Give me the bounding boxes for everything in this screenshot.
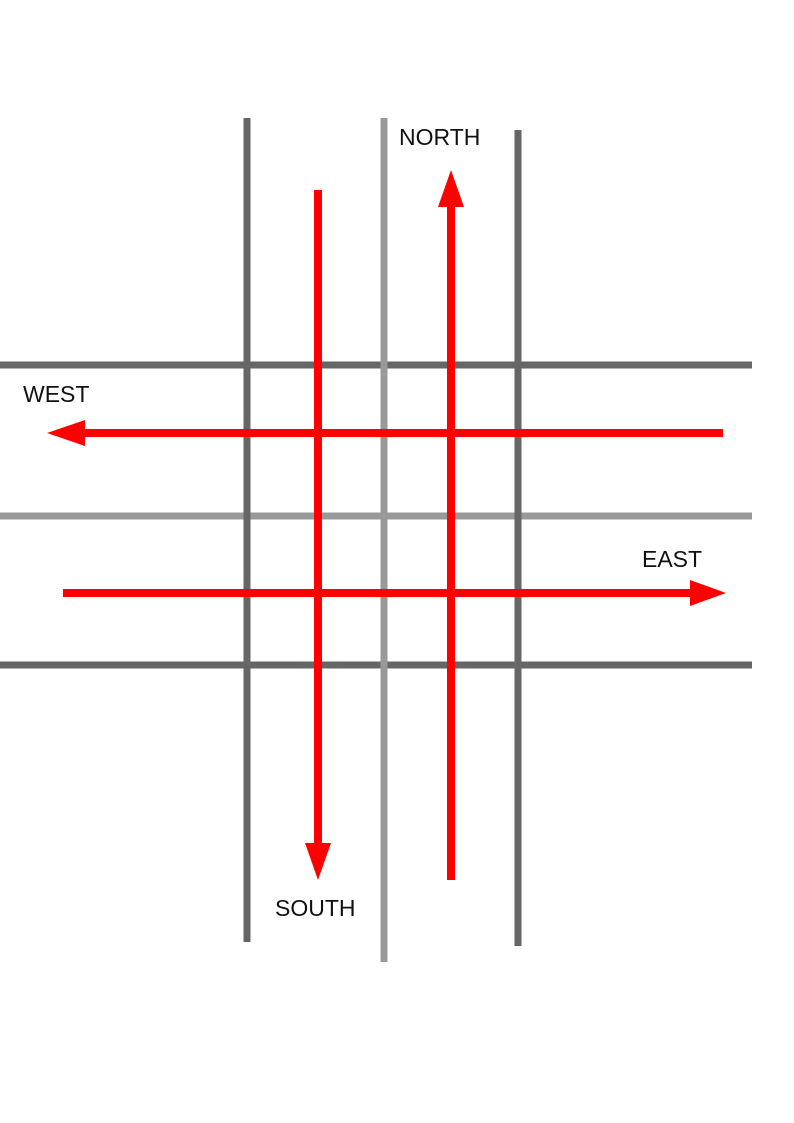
north-south-road [243, 118, 522, 962]
northbound-arrow-head [438, 170, 464, 207]
traffic-arrows [47, 170, 726, 880]
eastbound-arrow-head [690, 580, 726, 606]
east-label: EAST [642, 546, 702, 572]
north-label: NORTH [399, 124, 480, 150]
westbound-arrow-head [47, 420, 85, 446]
east-west-road [0, 361, 752, 669]
direction-labels: NORTH SOUTH WEST EAST [23, 124, 702, 921]
south-label: SOUTH [275, 895, 356, 921]
southbound-arrow-head [305, 843, 331, 880]
west-label: WEST [23, 381, 89, 407]
